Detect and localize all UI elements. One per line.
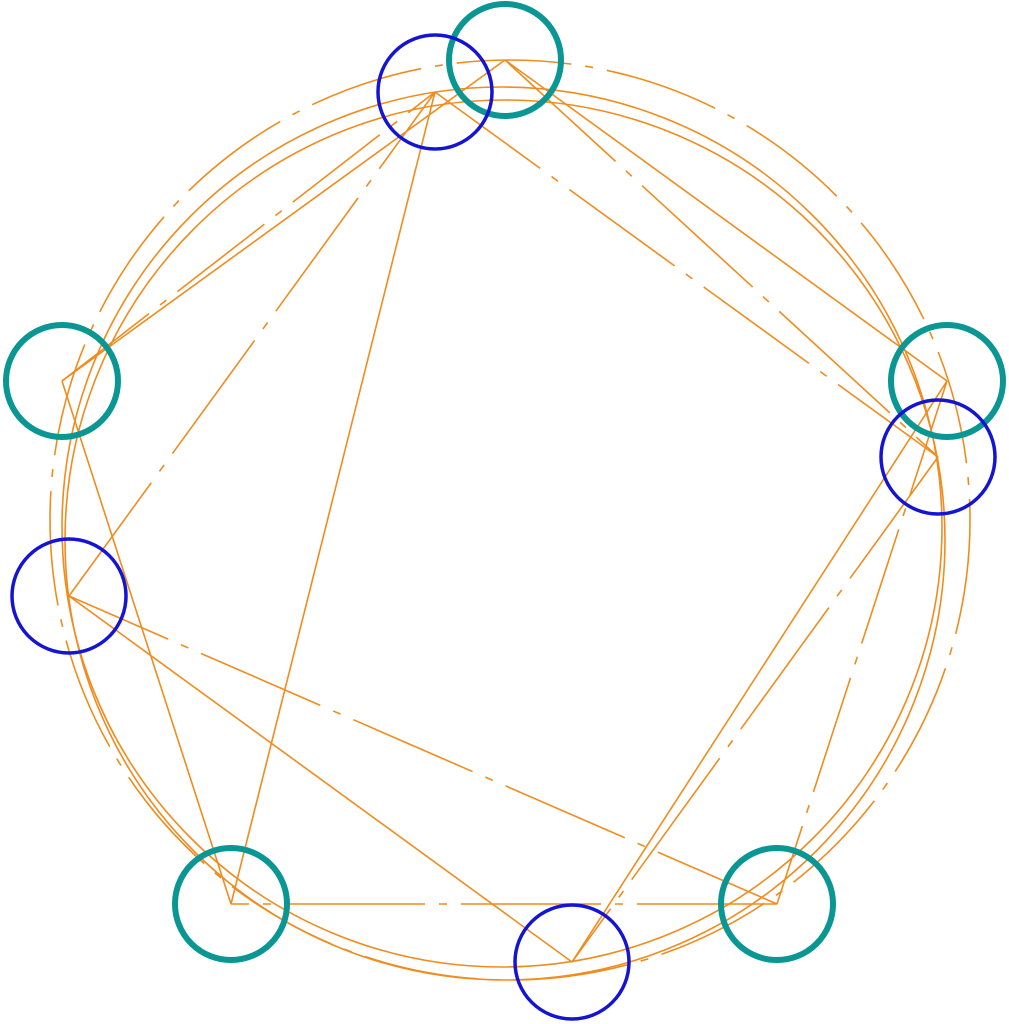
- aux-line-4: [68, 595, 778, 905]
- outer-pentagon-edge-4: [61, 380, 232, 905]
- inner-pentagon-edge-3: [68, 595, 573, 963]
- outer-vertex-marker-right: [888, 322, 1006, 440]
- outer-pentagon-edge-1: [504, 59, 948, 382]
- inner-vertex-marker-bottom: [513, 903, 631, 1021]
- aux-line-3: [571, 380, 948, 963]
- inner-vertex-markers: [10, 33, 997, 1021]
- inner-pentagon-edge-2: [571, 456, 939, 963]
- auxiliary-lines: [61, 59, 948, 963]
- inner-vertex-marker-left: [10, 537, 128, 655]
- outer-pentagon: [61, 59, 948, 905]
- outer-vertex-marker-bottom-left: [172, 845, 290, 963]
- outer-vertex-marker-top: [446, 1, 564, 119]
- inner-pentagon: [68, 91, 939, 963]
- construction-circles: [49, 59, 971, 981]
- inner-pentagon-edge-1: [434, 91, 939, 458]
- outer-reference-circle: [49, 59, 971, 981]
- inner-vertex-marker-right: [879, 398, 997, 516]
- outer-pentagon-edge-2: [776, 380, 948, 905]
- outer-vertex-markers: [3, 1, 1006, 963]
- outer-vertex-marker-left: [3, 322, 121, 440]
- aux-line-2: [504, 59, 939, 458]
- outer-pentagon-edge-5: [61, 59, 506, 382]
- aux-line-5: [230, 91, 436, 905]
- inner-vertex-marker-top: [376, 33, 494, 151]
- inner-reference-circle: [64, 99, 946, 981]
- middle-reference-circle: [61, 86, 943, 968]
- inner-pentagon-edge-4: [68, 91, 436, 597]
- aux-line-1: [61, 91, 436, 382]
- outer-vertex-marker-bottom-right: [718, 845, 836, 963]
